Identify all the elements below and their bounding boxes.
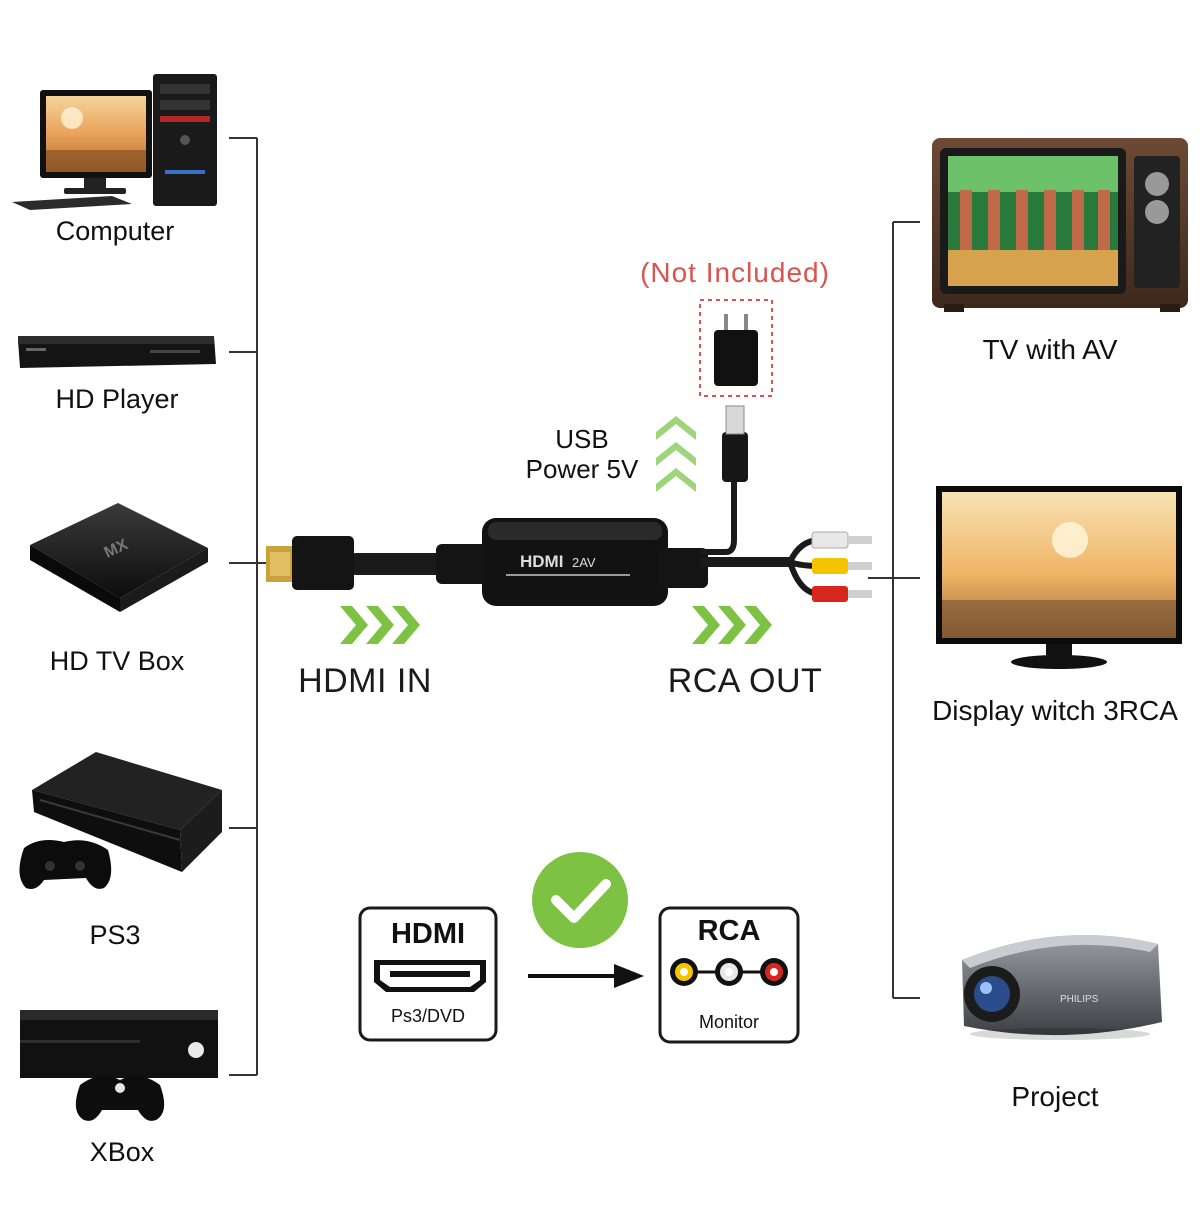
rca-plug-yellow — [812, 558, 872, 574]
check-circle-icon — [532, 852, 628, 948]
usb-power-up-arrows-icon — [656, 416, 696, 492]
ps3-console-icon — [19, 752, 222, 889]
source-bracket — [229, 137, 290, 1076]
hdmi-in-arrows-icon — [340, 606, 420, 644]
source-label-hd-player: HD Player — [55, 384, 178, 414]
rca-out-arrows-icon — [692, 606, 772, 644]
rca-out-label: RCA OUT — [668, 662, 823, 700]
output-label-projector: Project — [1011, 1081, 1098, 1112]
converter-model-text: 2AV — [572, 555, 596, 570]
converter-brand-text: HDMI — [520, 552, 563, 571]
flow-arrow-icon — [528, 964, 644, 988]
flow-to-title: RCA — [698, 915, 761, 947]
source-label-xbox: XBox — [90, 1137, 155, 1167]
hdmi-in-label: HDMI IN — [298, 662, 432, 700]
flow-to-sub: Monitor — [699, 1012, 759, 1032]
usb-plug-icon — [722, 405, 748, 482]
output-label-display: Display witch 3RCA — [932, 695, 1178, 726]
projector-icon: PHILIPS — [962, 935, 1162, 1040]
flow-hdmi-card — [358, 906, 498, 1042]
converter-box: HDMI 2AV — [482, 518, 668, 606]
power-adapter-icon — [699, 299, 773, 397]
xbox-console-icon — [20, 1010, 218, 1121]
computer-icon — [12, 74, 217, 210]
flow-from-title: HDMI — [391, 918, 465, 950]
rca-jacks-icon — [670, 958, 788, 986]
monitor-icon — [936, 486, 1182, 669]
rca-plug-white — [811, 531, 872, 549]
source-label-ps3: PS3 — [89, 920, 140, 950]
flow-rca-card — [658, 906, 800, 1044]
dvd-player-icon — [18, 336, 216, 368]
svg-text:PHILIPS: PHILIPS — [1060, 994, 1099, 1005]
converter-assembly: HDMI 2AV — [266, 405, 872, 606]
retro-tv-icon — [932, 138, 1188, 312]
rca-plug-red — [812, 586, 872, 602]
flow-from-sub: Ps3/DVD — [391, 1006, 465, 1026]
output-bracket — [868, 221, 920, 999]
source-label-computer: Computer — [56, 216, 175, 246]
source-label-hd-tv-box: HD TV Box — [50, 646, 185, 676]
usb-label-line1: USB — [555, 424, 608, 454]
tv-box-icon: MX — [30, 503, 208, 612]
hdmi-plug-icon — [266, 536, 354, 590]
adapter-not-included-note: (Not Included) — [640, 257, 830, 288]
usb-label-line2: Power 5V — [526, 454, 639, 484]
hdmi-port-icon — [374, 960, 486, 992]
output-label-tv-with-av: TV with AV — [983, 334, 1118, 365]
